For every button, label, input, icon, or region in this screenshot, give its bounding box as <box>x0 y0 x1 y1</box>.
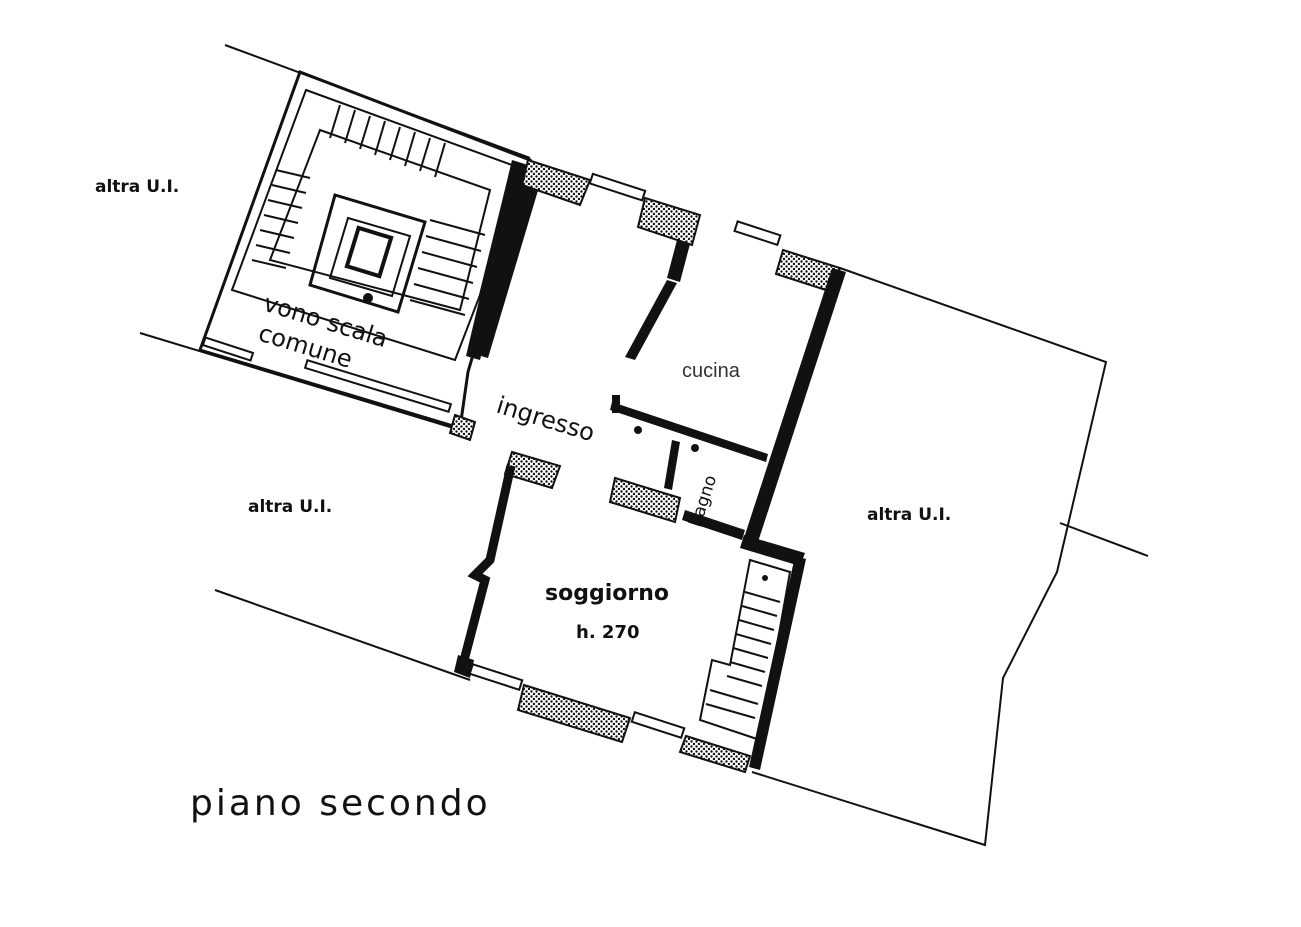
lift-pivot <box>363 293 373 303</box>
hatched-wall-top-2 <box>636 196 702 247</box>
fixture-dot-1 <box>634 426 642 434</box>
room-label-ingresso: ingresso <box>493 391 598 447</box>
cucina-jamb <box>612 395 620 413</box>
stair-outer <box>230 88 514 362</box>
lift-car <box>344 225 394 279</box>
stairwell <box>198 70 532 430</box>
room-label-cucina: cucina <box>682 360 741 382</box>
right-unit-outline <box>751 267 1108 847</box>
cucina-partition-top <box>667 240 690 282</box>
stairwell-window-1 <box>201 336 255 362</box>
floor-title: piano secondo <box>190 783 491 824</box>
soggiorno-corner <box>454 655 474 678</box>
bagno-bottom-wall <box>682 510 745 540</box>
internal-stair <box>698 558 792 742</box>
bagno-left-wall <box>664 440 680 490</box>
room-label-soggiorno: soggiorno <box>545 581 669 606</box>
lower-left-boundary-line <box>214 589 471 681</box>
stairwell-outline <box>198 70 532 430</box>
inner-stair-top-wall <box>740 535 805 566</box>
cucina-right-wall <box>742 268 846 548</box>
neighbor-label-middle-left: altra U.I. <box>248 497 332 517</box>
hatched-wall-soggiorno-bottom <box>516 683 632 744</box>
room-height-label: h. 270 <box>576 622 640 643</box>
neighbor-label-top-left: altra U.I. <box>95 177 179 197</box>
ingresso-left-wall <box>474 162 545 358</box>
lift-shaft <box>308 193 427 314</box>
cucina-bottom-wall <box>610 402 768 462</box>
right-boundary-line <box>1059 522 1149 557</box>
hatched-wall-bagno <box>608 476 682 524</box>
inner-stair-right-wall <box>749 556 806 770</box>
internal-stair-outline <box>698 558 792 742</box>
neighbor-label-right: altra U.I. <box>867 505 951 525</box>
stair-steps-right <box>409 219 486 316</box>
stair-steps-left <box>251 169 311 269</box>
hatched-wall-soggiorno-corner <box>678 734 752 774</box>
apartment-walls <box>448 158 846 774</box>
lift-cabin <box>328 216 412 298</box>
stair-middle <box>268 128 492 312</box>
window-cucina-top <box>733 220 782 247</box>
stairwell-window-2 <box>303 358 453 414</box>
stair-steps-upper <box>329 104 446 178</box>
fixture-dot-2 <box>691 444 699 452</box>
window-ingresso-top <box>588 172 647 202</box>
hatched-wall-top-1 <box>520 158 592 207</box>
cucina-left-wall <box>625 280 677 360</box>
stairwell-right-wall <box>466 160 528 360</box>
soggiorno-left-wall <box>456 464 516 674</box>
window-soggiorno-1 <box>468 662 524 692</box>
hatched-wall-ingresso-corner <box>448 413 477 442</box>
window-soggiorno-2 <box>630 710 686 740</box>
